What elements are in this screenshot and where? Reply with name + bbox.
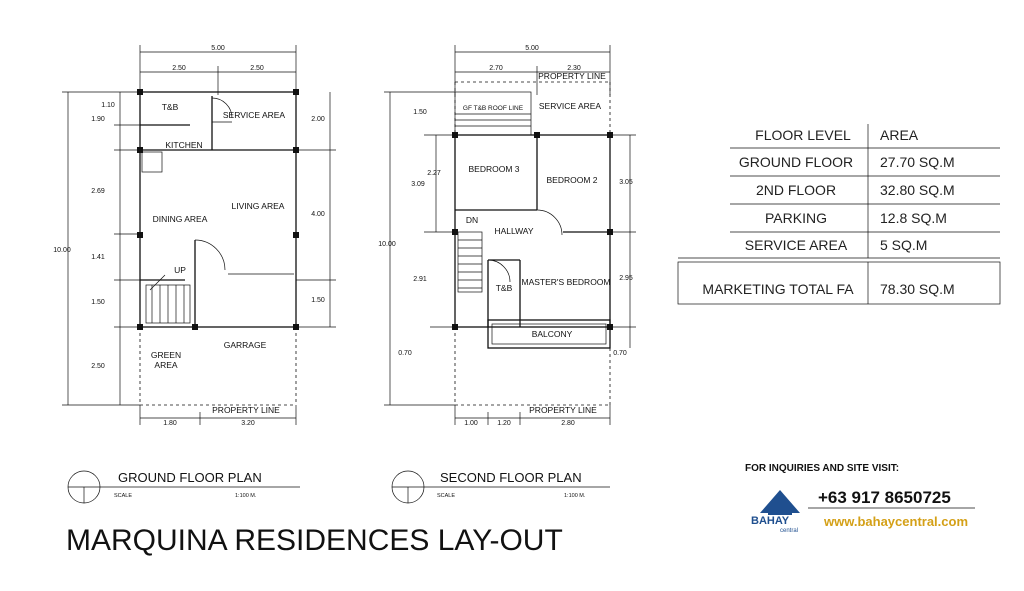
sf-dim-bottom-100: 1.00	[464, 420, 478, 427]
logo-text: BAHAY	[751, 515, 790, 527]
gf-dim-left-total: 10.00	[53, 247, 71, 254]
table-row-ground-floor-label: GROUND FLOOR	[739, 154, 853, 170]
gf-dim-top-total: 5.00	[211, 45, 225, 52]
gf-dim-left-250: 2.50	[91, 363, 105, 370]
table-row-service-area-label: SERVICE AREA	[745, 237, 848, 253]
table-row-2nd-floor-label: 2ND FLOOR	[756, 182, 836, 198]
sf-stair-dn: DN	[466, 215, 478, 225]
sf-dim-right-295: 2.95	[619, 275, 633, 282]
gf-dim-top-right: 2.50	[250, 65, 264, 72]
sf-property-line-top: PROPERTY LINE	[538, 71, 606, 81]
contact-website[interactable]: www.bahaycentral.com	[823, 514, 968, 529]
gf-room-service-area: SERVICE AREA	[223, 110, 286, 120]
table-row-parking-label: PARKING	[765, 210, 827, 226]
table-total-area: 78.30 SQ.M	[880, 281, 955, 297]
sf-dim-top-right: 2.30	[567, 65, 581, 72]
gf-dim-left-141: 1.41	[91, 254, 105, 261]
sf-room-masters-bedroom: MASTER'S BEDROOM	[522, 277, 611, 287]
sf-title-block: SECOND FLOOR PLAN SCALE 1:100 M.	[391, 470, 610, 504]
gf-dim-left-190: 1.90	[91, 116, 105, 123]
contact-phone[interactable]: +63 917 8650725	[818, 488, 951, 507]
table-total-label: MARKETING TOTAL FA	[702, 281, 854, 297]
table-row-ground-floor-area: 27.70 SQ.M	[880, 154, 955, 170]
sf-dim-left-227: 2.27	[427, 170, 441, 177]
gf-dim-left-269: 2.69	[91, 188, 105, 195]
gf-room-tb: T&B	[162, 102, 179, 112]
gf-dim-top-left: 2.50	[172, 65, 186, 72]
gf-property-line: PROPERTY LINE	[212, 405, 280, 415]
gf-dim-right-150: 1.50	[311, 297, 325, 304]
sf-property-line-bottom: PROPERTY LINE	[529, 405, 597, 415]
gf-scale-value: 1:100 M.	[235, 493, 257, 499]
sf-room-bedroom3: BEDROOM 3	[468, 164, 519, 174]
sf-dim-left-150: 1.50	[413, 109, 427, 116]
gf-dim-right-200: 2.00	[311, 116, 325, 123]
gf-dim-left-150: 1.50	[91, 299, 105, 306]
sf-dim-top-total: 5.00	[525, 45, 539, 52]
table-row-service-area-area: 5 SQ.M	[880, 237, 927, 253]
gf-room-living-area: LIVING AREA	[232, 201, 285, 211]
sf-room-balcony: BALCONY	[532, 329, 573, 339]
sf-room-service-area: SERVICE AREA	[539, 101, 602, 111]
table-row-parking-area: 12.8 SQ.M	[880, 210, 947, 226]
sf-dim-bottom-280: 2.80	[561, 420, 575, 427]
gf-room-green-1: GREEN	[151, 350, 181, 360]
logo-subtext: central	[780, 528, 798, 534]
table-header-area: AREA	[880, 127, 919, 143]
gf-stair-up: UP	[174, 265, 186, 275]
contact-heading: FOR INQUIRIES AND SITE VISIT:	[745, 463, 899, 474]
area-table: FLOOR LEVEL AREA GROUND FLOOR 27.70 SQ.M…	[677, 124, 1001, 305]
gf-room-green-2: AREA	[154, 360, 177, 370]
sf-scale-value: 1:100 M.	[564, 493, 586, 499]
sf-room-tb: T&B	[496, 283, 513, 293]
gf-plan-title: GROUND FLOOR PLAN	[118, 470, 262, 485]
gf-dim-bottom-180: 1.80	[163, 420, 177, 427]
table-header-floor-level: FLOOR LEVEL	[755, 127, 851, 143]
sf-dim-left-total: 10.00	[378, 241, 396, 248]
gf-dim-right-400: 4.00	[311, 211, 325, 218]
sf-dim-left-291: 2.91	[413, 276, 427, 283]
sf-scale-label: SCALE	[437, 493, 455, 499]
gf-dim-left-110: 1.10	[101, 102, 115, 109]
sf-plan-title: SECOND FLOOR PLAN	[440, 470, 582, 485]
gf-dim-bottom-320: 3.20	[241, 420, 255, 427]
gf-title-block: GROUND FLOOR PLAN SCALE 1:100 M.	[67, 470, 300, 504]
sf-dim-right-070: 0.70	[613, 350, 627, 357]
gf-scale-label: SCALE	[114, 493, 132, 499]
main-title: MARQUINA RESIDENCES LAY-OUT	[66, 524, 563, 557]
sf-dim-left-309: 3.09	[411, 181, 425, 188]
gf-room-kitchen: KITCHEN	[165, 140, 202, 150]
sf-gf-roof-line: GF T&B ROOF LINE	[463, 105, 524, 112]
sf-dim-right-305: 3.05	[619, 179, 633, 186]
bahay-logo: BAHAY central	[751, 490, 800, 534]
contact-block: FOR INQUIRIES AND SITE VISIT: BAHAY cent…	[745, 463, 975, 534]
gf-room-dining-area: DINING AREA	[153, 214, 208, 224]
gf-room-garrage: GARRAGE	[224, 340, 267, 350]
sf-dim-top-left: 2.70	[489, 65, 503, 72]
ground-floor-plan: 5.00 2.50 2.50 1.10 1.90 2.69 1.41 1.50 …	[53, 45, 336, 427]
sf-room-hallway: HALLWAY	[494, 226, 533, 236]
sf-dim-left-070: 0.70	[398, 350, 412, 357]
second-floor-plan: 5.00 2.70 2.30 PROPERTY LINE 1.50 2.27 3…	[378, 45, 636, 427]
table-row-2nd-floor-area: 32.80 SQ.M	[880, 182, 955, 198]
sf-dim-bottom-120: 1.20	[497, 420, 511, 427]
sf-room-bedroom2: BEDROOM 2	[546, 175, 597, 185]
